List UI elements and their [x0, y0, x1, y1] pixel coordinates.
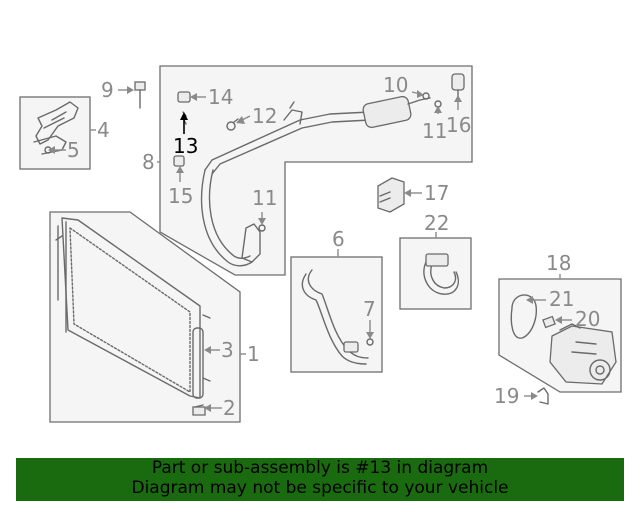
callout-8: 8 [142, 150, 155, 174]
callout-12: 12 [252, 104, 277, 128]
callout-6: 6 [332, 227, 345, 251]
callout-19: 19 [494, 384, 519, 408]
callout-21: 21 [549, 287, 574, 311]
clamp-panel [399, 237, 472, 310]
banner-line-2: Diagram may not be specific to your vehi… [131, 478, 509, 498]
callout-18: 18 [546, 251, 571, 275]
compressor [549, 323, 617, 385]
callout-15: 15 [168, 184, 193, 208]
callout-4: 4 [97, 118, 110, 142]
o-ring-10 [422, 92, 430, 100]
bracket [33, 101, 79, 155]
callout-5: 5 [67, 138, 80, 162]
callout-1: 1 [247, 342, 260, 366]
callout-22: 22 [424, 211, 449, 235]
banner-line-1: Part or sub-assembly is #13 in diagram [151, 458, 489, 478]
liquid-line [301, 269, 369, 365]
bracket-17 [377, 177, 405, 213]
callout-2: 2 [223, 396, 236, 420]
callout-20: 20 [575, 307, 600, 331]
callout-numbers: 1 2 3 4 5 6 7 8 9 10 11 11 12 13 14 15 1… [67, 73, 600, 420]
sensor-16 [451, 73, 465, 99]
condenser [55, 217, 211, 399]
bolt-9 [134, 81, 146, 109]
suction-hose [200, 95, 431, 267]
callout-11b: 11 [252, 186, 277, 210]
drain-plug [192, 404, 206, 416]
callout-17: 17 [424, 181, 449, 205]
service-valve-cap [177, 91, 191, 103]
callout-13: 13 [173, 134, 198, 158]
callout-10: 10 [383, 73, 408, 97]
callout-16: 16 [446, 113, 471, 137]
liquid-line-panel [290, 256, 383, 373]
callout-14: 14 [208, 85, 233, 109]
gasket-21 [510, 294, 538, 339]
callout-3: 3 [221, 338, 234, 362]
callout-11a: 11 [422, 119, 447, 143]
clamp [423, 253, 460, 295]
callout-9: 9 [101, 78, 114, 102]
valve-core [173, 155, 185, 167]
seal-20 [542, 315, 556, 329]
info-banner: Part or sub-assembly is #13 in diagram D… [16, 458, 624, 501]
leader-lines [48, 86, 572, 412]
o-ring-12 [226, 118, 239, 131]
callout-7: 7 [363, 297, 376, 321]
bracket-19 [537, 387, 549, 405]
